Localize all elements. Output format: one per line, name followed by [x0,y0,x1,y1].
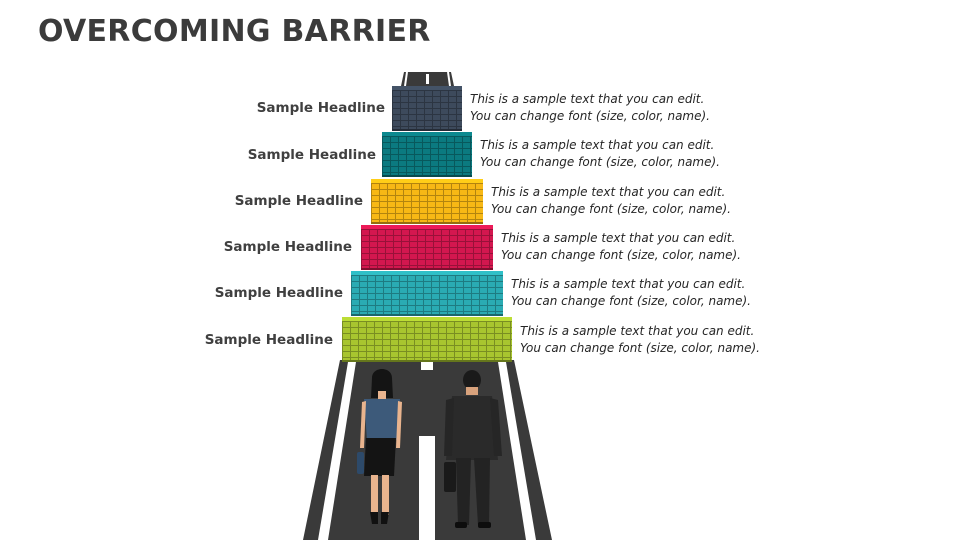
level-1-description: This is a sample text that you can edit.… [470,91,710,125]
level-6-headline: Sample Headline [204,332,333,348]
level-1-line-2: You can change font (size, color, name). [470,109,710,123]
level-5-description: This is a sample text that you can edit.… [511,276,751,310]
level-5-headline: Sample Headline [214,285,343,301]
level-4-line-1: This is a sample text that you can edit. [501,231,736,245]
road-bottom [303,360,552,540]
level-6-description: This is a sample text that you can edit.… [520,323,760,357]
level-6-line-2: You can change font (size, color, name). [520,341,760,355]
level-6-line-1: This is a sample text that you can edit. [520,324,755,338]
level-1-line-1: This is a sample text that you can edit. [470,92,705,106]
level-5-line-2: You can change font (size, color, name). [511,294,751,308]
level-4-line-2: You can change font (size, color, name). [501,248,741,262]
businessman-back-icon [444,370,502,528]
barrier-level-6 [342,317,512,362]
barrier-level-5 [351,271,503,316]
level-3-line-1: This is a sample text that you can edit. [491,185,726,199]
businesswoman-back-icon [357,369,402,524]
barrier-level-4 [361,225,493,270]
barrier-level-2 [382,132,472,177]
level-2-description: This is a sample text that you can edit.… [480,137,720,171]
level-4-headline: Sample Headline [223,239,352,255]
level-2-line-1: This is a sample text that you can edit. [480,138,715,152]
level-5-line-1: This is a sample text that you can edit. [511,277,746,291]
level-1-headline: Sample Headline [256,100,385,116]
level-3-headline: Sample Headline [234,193,363,209]
level-2-line-2: You can change font (size, color, name). [480,155,720,169]
level-3-line-2: You can change font (size, color, name). [491,202,731,216]
road-top [401,71,454,87]
level-4-description: This is a sample text that you can edit.… [501,230,741,264]
page-title: OVERCOMING BARRIER [38,14,431,49]
barrier-level-1 [392,86,462,131]
barrier-level-3 [371,179,483,224]
level-3-description: This is a sample text that you can edit.… [491,184,731,218]
level-2-headline: Sample Headline [247,147,376,163]
